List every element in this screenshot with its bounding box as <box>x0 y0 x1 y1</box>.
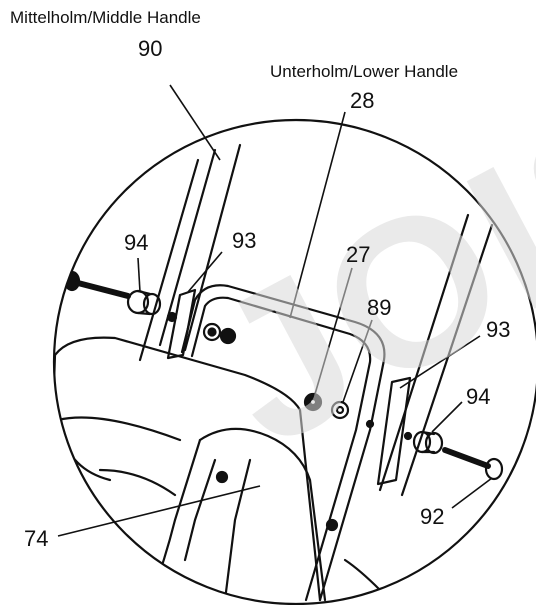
nut-27 <box>303 392 323 412</box>
part-label-74: 74 <box>24 526 49 551</box>
leader-lines <box>57 84 493 537</box>
part-label-93-right: 93 <box>486 317 511 342</box>
bolt-right <box>442 447 504 481</box>
bracket-plate-left <box>166 288 197 360</box>
leader-94-right <box>431 401 463 433</box>
middle-handle-bar <box>138 143 242 362</box>
washer-89 <box>330 400 350 420</box>
lower-handle-frame <box>180 284 386 602</box>
leader-89 <box>342 319 373 403</box>
leader-93-left <box>187 251 223 293</box>
part-label-92: 92 <box>420 504 445 529</box>
hole-markers <box>215 419 413 532</box>
leader-90 <box>169 84 221 161</box>
part-label-94-left: 94 <box>124 230 149 255</box>
caption-lower-handle: Unterholm/Lower Handle <box>270 62 459 81</box>
leader-27 <box>314 267 353 395</box>
part-label-89: 89 <box>367 295 392 320</box>
bracket-plate-right <box>376 376 412 486</box>
part-label-27: 27 <box>346 242 371 267</box>
leader-93-right <box>399 335 481 389</box>
part-label-94-right: 94 <box>466 384 491 409</box>
part-label-28: 28 <box>350 88 375 113</box>
leader-94-left <box>137 257 141 293</box>
caption-middle-handle: Mittelholm/Middle Handle <box>10 8 201 27</box>
spacer-left <box>126 289 162 316</box>
part-label-93-left: 93 <box>232 228 257 253</box>
leader-28 <box>289 111 346 319</box>
part-label-90: 90 <box>138 36 163 61</box>
spacer-right <box>412 430 444 455</box>
nut-left <box>166 311 237 345</box>
leader-92 <box>451 477 493 509</box>
leader-74 <box>57 485 261 537</box>
